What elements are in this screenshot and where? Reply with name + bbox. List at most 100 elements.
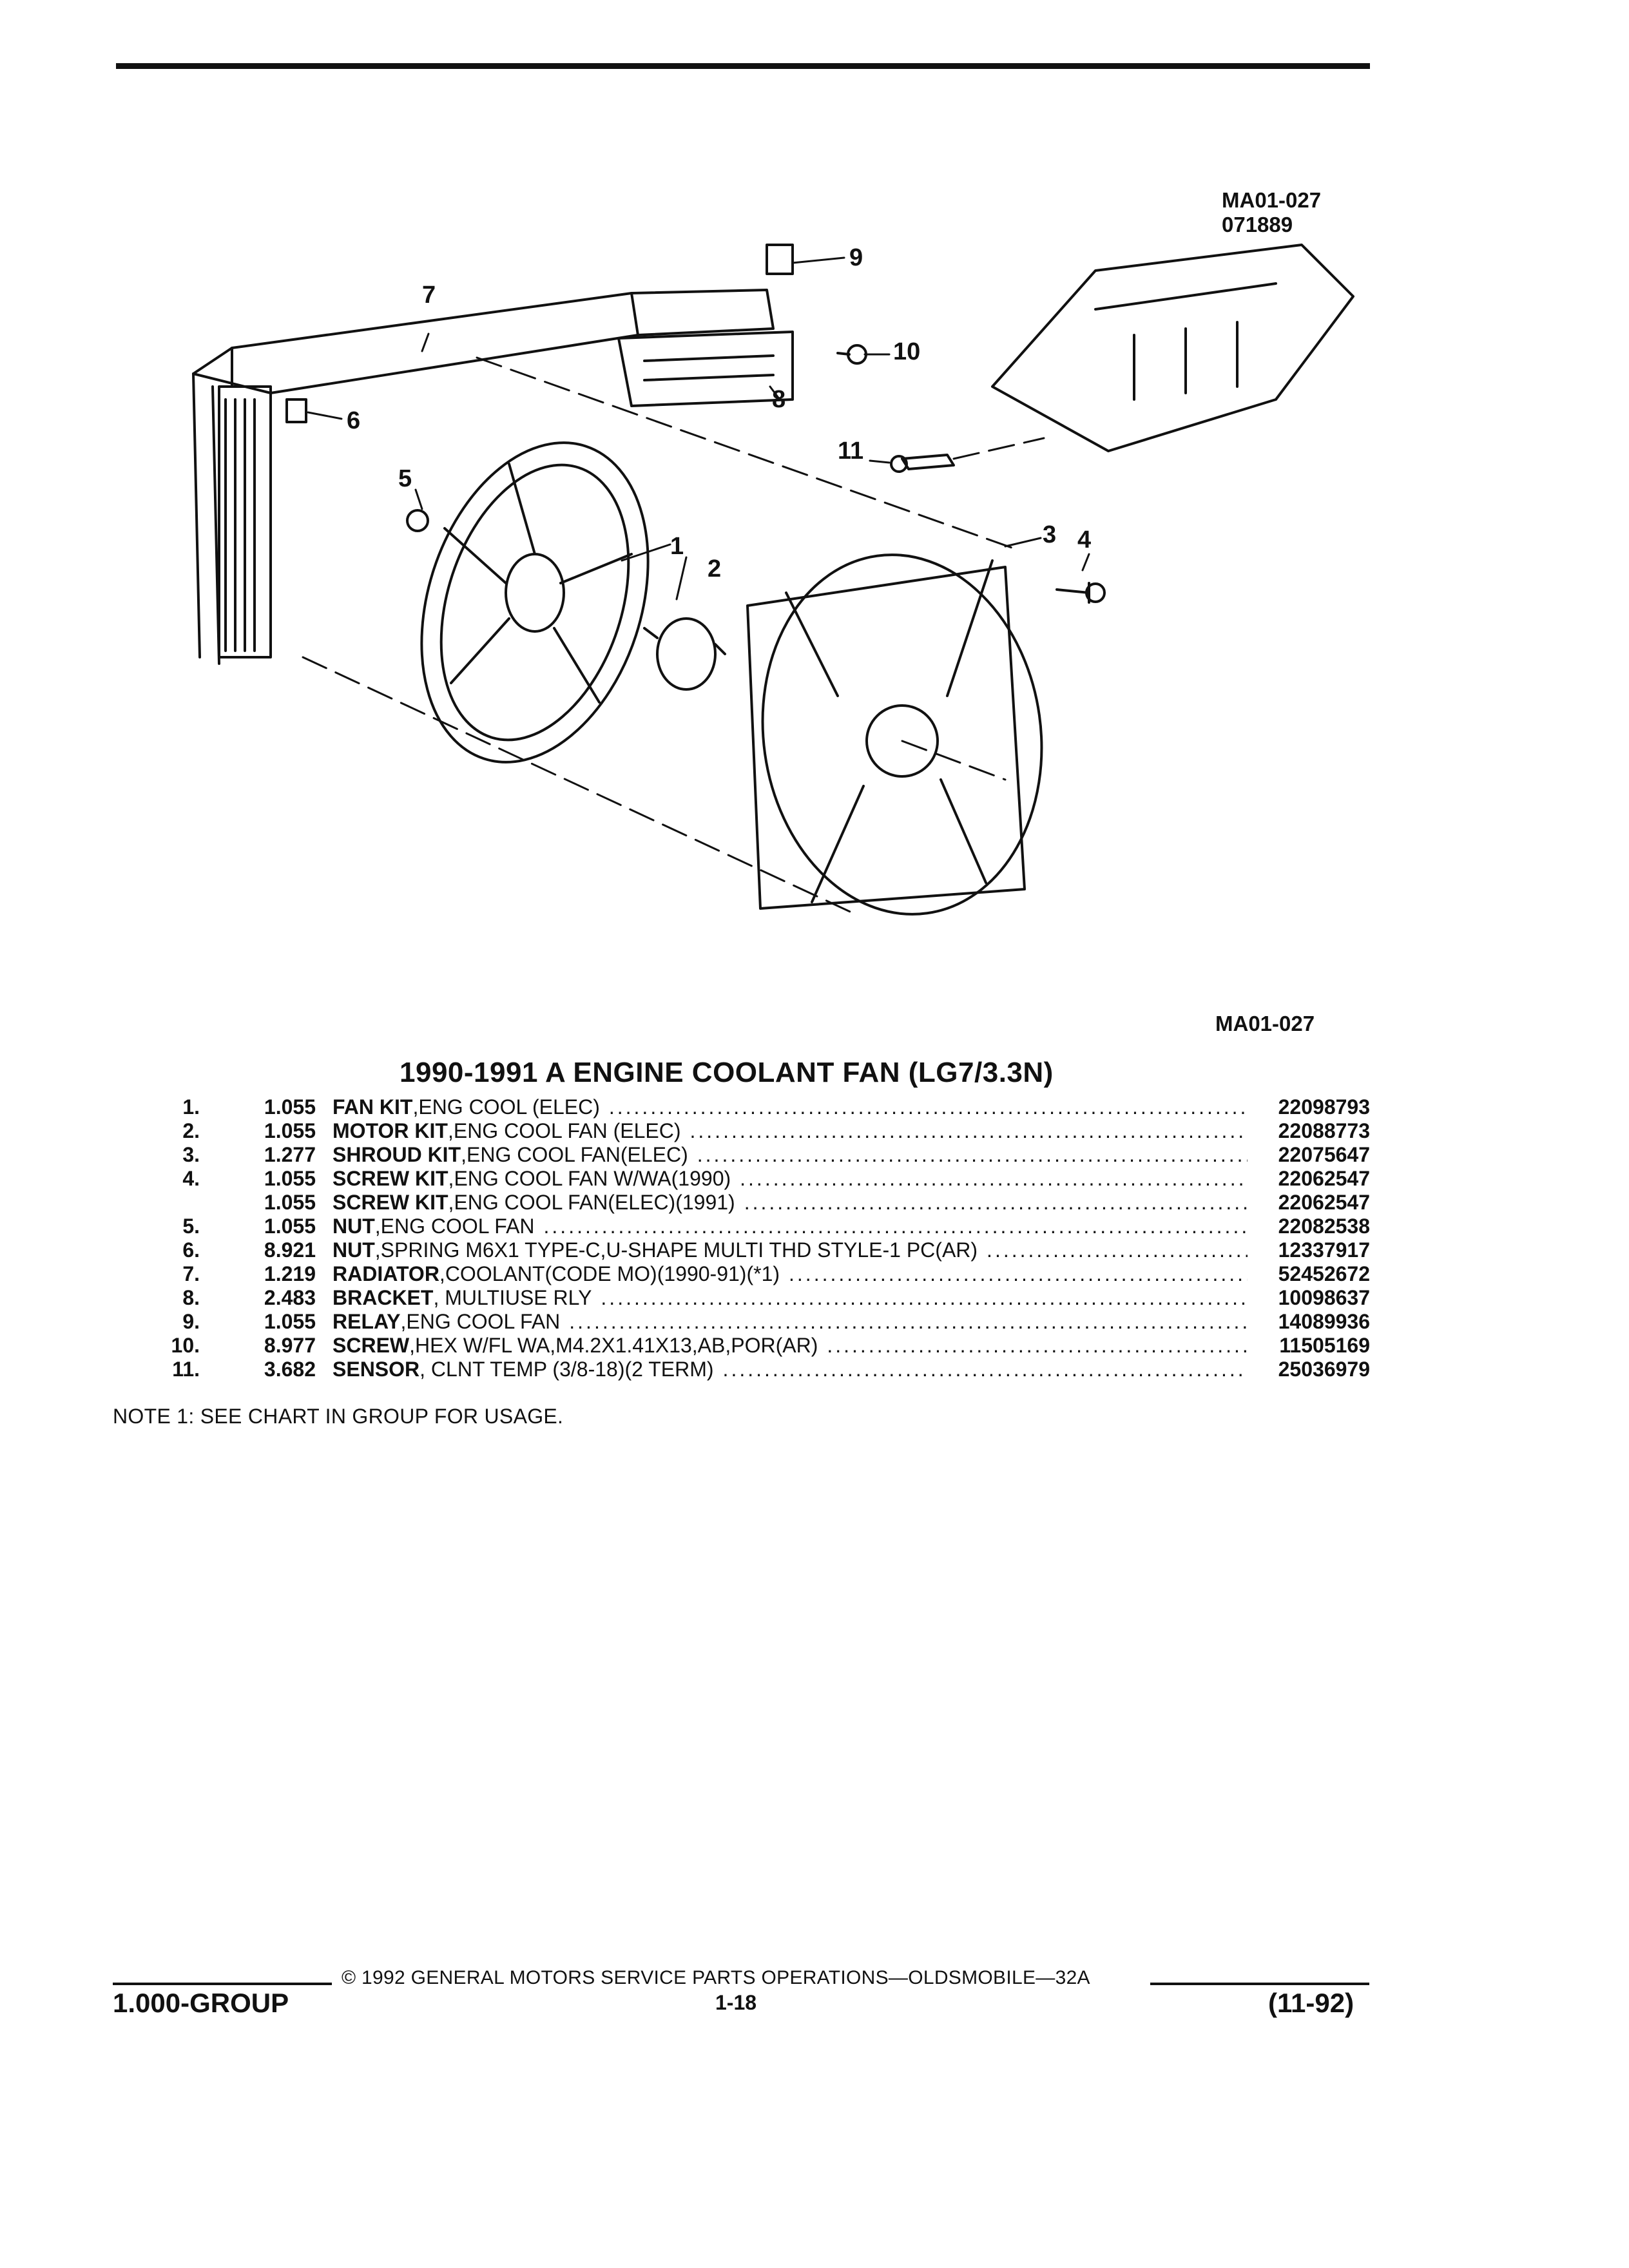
usage-note: NOTE 1: SEE CHART IN GROUP FOR USAGE. — [113, 1405, 564, 1428]
parts-row: 3. 1.277 SHROUD KIT,ENG COOL FAN(ELEC) 2207… — [142, 1143, 1370, 1167]
leader-dots — [978, 1238, 1248, 1262]
part-description: SHROUD KIT,ENG COOL FAN(ELEC) — [333, 1143, 1248, 1167]
alignment-lines — [302, 356, 1045, 916]
part-name: FAN KIT — [333, 1095, 413, 1119]
callout-8: 8 — [772, 386, 786, 413]
item-number: 5. — [182, 1215, 200, 1238]
part-description: SENSOR, CLNT TEMP (3/8-18)(2 TERM) — [333, 1358, 1248, 1381]
leader-dots — [735, 1191, 1248, 1215]
fan-shroud — [746, 553, 1043, 916]
part-number: 25036979 — [1278, 1358, 1370, 1381]
part-description: RELAY,ENG COOL FAN — [333, 1310, 1248, 1334]
group-number: 1.055 — [264, 1310, 316, 1333]
leader-dots — [731, 1167, 1248, 1191]
cooling-fan — [420, 441, 650, 764]
part-description: MOTOR KIT,ENG COOL FAN (ELEC) — [333, 1119, 1248, 1143]
group-number: 1.219 — [264, 1262, 316, 1285]
part-description: BRACKET, MULTIUSE RLY — [333, 1286, 1248, 1310]
part-description: RADIATOR,COOLANT(CODE MO)(1990-91)(*1) — [333, 1262, 1248, 1286]
part-detail: ,SPRING M6X1 TYPE-C,U-SHAPE MULTI THD ST… — [374, 1238, 978, 1262]
part-name: RADIATOR — [333, 1262, 439, 1285]
part-number: 12337917 — [1278, 1238, 1370, 1262]
radiator-support — [192, 289, 775, 665]
part-name: SCREW KIT — [333, 1191, 448, 1214]
item-number: 1. — [182, 1095, 200, 1119]
group-code: 1.000-GROUP — [113, 1988, 289, 2018]
part-number: 14089936 — [1278, 1310, 1370, 1333]
part-number: 22088773 — [1278, 1119, 1370, 1142]
item-number: 11. — [172, 1358, 200, 1381]
part-detail: ,ENG COOL FAN (ELEC) — [447, 1119, 681, 1142]
part-detail: ,ENG COOL FAN(ELEC) — [461, 1143, 688, 1166]
item-number: 3. — [182, 1143, 200, 1166]
item-number: 2. — [182, 1119, 200, 1142]
group-number: 1.055 — [264, 1191, 316, 1214]
part-detail: ,ENG COOL FAN — [374, 1215, 535, 1238]
item-number: 9. — [182, 1310, 200, 1333]
callout-7: 7 — [422, 282, 436, 309]
part-detail: ,ENG COOL FAN(ELEC)(1991) — [448, 1191, 735, 1214]
leader-dots — [560, 1310, 1248, 1334]
group-number: 8.921 — [264, 1238, 316, 1262]
part-number: 11505169 — [1279, 1334, 1370, 1357]
part-detail: ,COOLANT(CODE MO)(1990-91)(*1) — [439, 1262, 780, 1285]
fasteners — [285, 244, 1106, 604]
group-number: 8.977 — [264, 1334, 316, 1357]
part-name: SCREW — [333, 1334, 410, 1357]
part-number: 22062547 — [1278, 1167, 1370, 1190]
callout-labels: 1 2 3 4 5 6 7 8 9 10 11 — [347, 244, 1091, 582]
callout-11: 11 — [838, 437, 863, 465]
group-number: 1.055 — [264, 1167, 316, 1190]
callout-5: 5 — [398, 465, 412, 492]
callout-1: 1 — [670, 533, 684, 560]
leader-dots — [535, 1215, 1248, 1238]
part-number: 22075647 — [1278, 1143, 1370, 1166]
page-title: 1990-1991 A ENGINE COOLANT FAN (LG7/3.3N… — [400, 1057, 1054, 1088]
part-name: NUT — [333, 1238, 375, 1262]
intake-manifold — [991, 244, 1354, 452]
leader-dots — [714, 1358, 1248, 1381]
top-rule — [116, 63, 1370, 69]
page-number: 1-18 — [715, 1991, 757, 2014]
part-name: RELAY — [333, 1310, 401, 1333]
callout-6: 6 — [347, 407, 360, 434]
item-number: 4. — [182, 1167, 200, 1190]
group-number: 1.277 — [264, 1143, 316, 1166]
revision-date: (11-92) — [1268, 1988, 1354, 2018]
group-number: 1.055 — [264, 1119, 316, 1142]
item-number: 10. — [171, 1334, 200, 1357]
leader-lines — [307, 256, 1090, 601]
part-number: 22098793 — [1278, 1095, 1370, 1119]
callout-4: 4 — [1077, 526, 1091, 553]
part-detail: ,ENG COOL FAN — [400, 1310, 561, 1333]
fan-motor — [643, 617, 726, 691]
leader-dots — [780, 1262, 1248, 1286]
group-number: 2.483 — [264, 1286, 316, 1309]
parts-row: 2. 1.055 MOTOR KIT,ENG COOL FAN (ELEC) 2208… — [142, 1119, 1370, 1143]
callout-3: 3 — [1043, 521, 1056, 548]
part-name: SCREW KIT — [333, 1167, 448, 1190]
part-description: NUT,SPRING M6X1 TYPE-C,U-SHAPE MULTI THD… — [333, 1238, 1248, 1262]
part-number: 52452672 — [1278, 1262, 1370, 1285]
part-number: 22082538 — [1278, 1215, 1370, 1238]
exploded-parts-diagram: 1 2 3 4 5 6 7 8 9 10 11 — [192, 244, 1354, 916]
copyright: © 1992 GENERAL MOTORS SERVICE PARTS OPER… — [342, 1967, 1090, 1988]
footer-rule-left — [113, 1983, 332, 1985]
callout-2: 2 — [708, 555, 721, 582]
part-description: FAN KIT,ENG COOL (ELEC) — [333, 1095, 1248, 1119]
item-number: 8. — [182, 1286, 200, 1309]
part-detail: ,ENG COOL (ELEC) — [412, 1095, 600, 1119]
callout-9: 9 — [849, 244, 863, 271]
part-detail: , MULTIUSE RLY — [433, 1286, 592, 1309]
part-name: NUT — [333, 1215, 375, 1238]
leader-dots — [688, 1143, 1248, 1167]
group-number: 3.682 — [264, 1358, 316, 1381]
leader-dots — [681, 1119, 1248, 1143]
